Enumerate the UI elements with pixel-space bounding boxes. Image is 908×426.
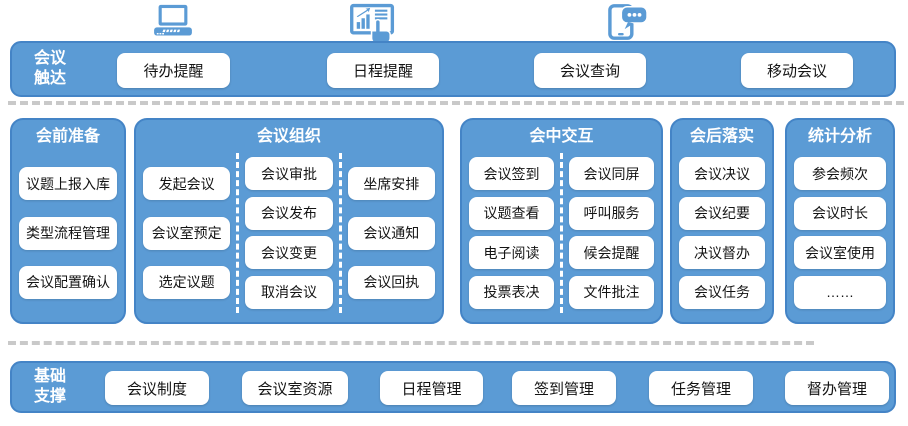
feature-item: 发起会议: [143, 167, 231, 201]
feature-item: 会议发布: [245, 196, 333, 230]
feature-item: 议题上报入库: [19, 167, 117, 201]
dashed-divider: [8, 101, 904, 105]
feature-group: 会议审批 会议发布 会议变更 取消会议: [245, 151, 333, 315]
feature-item: 投票表决: [469, 275, 554, 309]
feature-item: 取消会议: [245, 275, 333, 309]
column-in-meeting-interaction: 会中交互 会议签到 议题查看 电子阅读 投票表决 会议同屏 呼叫服务 候会提醒 …: [460, 118, 663, 324]
feature-item: 坐席安排: [347, 167, 435, 201]
feature-item: 会议配置确认: [19, 265, 117, 299]
feature-item: 会议查询: [534, 53, 646, 88]
feature-item: ……: [794, 275, 886, 309]
basic-support-label: 基础支撑: [34, 368, 67, 405]
feature-item: 签到管理: [512, 371, 616, 405]
meeting-reach-label: 会议触达: [34, 50, 67, 87]
feature-item: 会议决议: [679, 157, 765, 191]
column-pre-meeting-prep: 会前准备 议题上报入库 类型流程管理 会议配置确认: [10, 118, 126, 324]
feature-item: 会议室资源: [242, 371, 348, 405]
feature-item: 日程管理: [380, 371, 483, 405]
feature-item: 会议同屏: [569, 157, 654, 191]
column-title: 会前准备: [35, 128, 100, 145]
dashed-vertical-separator: [338, 153, 342, 313]
feature-item: 会议室预定: [143, 216, 231, 250]
feature-item: 待办提醒: [117, 53, 230, 88]
feature-item: 会议时长: [794, 196, 886, 230]
feature-item: 呼叫服务: [569, 196, 654, 230]
feature-item: 会议签到: [469, 157, 554, 191]
feature-item: 日程提醒: [327, 53, 439, 88]
feature-item: 任务管理: [649, 371, 753, 405]
tablet-touch-chart-icon: [348, 2, 398, 51]
feature-item: 会议纪要: [679, 196, 765, 230]
feature-item: 文件批注: [569, 275, 654, 309]
column-body: 会议决议 会议纪要 决议督办 会议任务: [679, 151, 765, 315]
feature-item: 议题查看: [469, 196, 554, 230]
column-body: 发起会议 会议室预定 选定议题 会议审批 会议发布 会议变更 取消会议 坐席安排…: [143, 151, 435, 315]
column-body: 会议签到 议题查看 电子阅读 投票表决 会议同屏 呼叫服务 候会提醒 文件批注: [469, 151, 654, 315]
feature-item: 决议督办: [679, 236, 765, 270]
feature-item: 移动会议: [741, 53, 853, 88]
feature-group: 会议决议 会议纪要 决议督办 会议任务: [679, 151, 765, 315]
feature-group: 议题上报入库 类型流程管理 会议配置确认: [19, 151, 117, 315]
feature-group: 发起会议 会议室预定 选定议题: [143, 151, 231, 315]
feature-item: 会议室使用: [794, 236, 886, 270]
dashed-divider: [8, 341, 814, 345]
column-body: 参会频次 会议时长 会议室使用 ……: [794, 151, 886, 315]
laptop-icon: [149, 4, 197, 45]
feature-group: 参会频次 会议时长 会议室使用 ……: [794, 151, 886, 315]
column-title: 会中交互: [529, 128, 594, 145]
feature-group: 会议同屏 呼叫服务 候会提醒 文件批注: [569, 151, 654, 315]
feature-item: 会议任务: [679, 275, 765, 309]
dashed-vertical-separator: [560, 153, 563, 313]
column-title: 会议组织: [256, 128, 321, 145]
feature-item: 会议回执: [347, 265, 435, 299]
feature-group: 会议签到 议题查看 电子阅读 投票表决: [469, 151, 554, 315]
feature-item: 电子阅读: [469, 236, 554, 270]
basic-support-band: 基础支撑 会议制度 会议室资源 日程管理 签到管理 任务管理 督办管理: [10, 361, 896, 413]
dashed-vertical-separator: [236, 153, 240, 313]
feature-item: 候会提醒: [569, 236, 654, 270]
column-statistics-analysis: 统计分析 参会频次 会议时长 会议室使用 ……: [785, 118, 895, 324]
column-body: 议题上报入库 类型流程管理 会议配置确认: [19, 151, 117, 315]
feature-item: 督办管理: [785, 371, 889, 405]
feature-item: 类型流程管理: [19, 216, 117, 250]
feature-group: 坐席安排 会议通知 会议回执: [347, 151, 435, 315]
column-title: 统计分析: [807, 128, 872, 145]
feature-item: 会议变更: [245, 236, 333, 270]
phone-chat-icon: [606, 2, 650, 47]
column-meeting-organization: 会议组织 发起会议 会议室预定 选定议题 会议审批 会议发布 会议变更 取消会议…: [134, 118, 444, 324]
feature-item: 会议审批: [245, 157, 333, 191]
feature-item: 会议制度: [105, 371, 209, 405]
feature-item: 选定议题: [143, 265, 231, 299]
meeting-reach-band: 会议触达 待办提醒 日程提醒 会议查询 移动会议: [10, 41, 896, 97]
feature-item: 参会频次: [794, 157, 886, 191]
feature-item: 会议通知: [347, 216, 435, 250]
column-post-meeting-implementation: 会后落实 会议决议 会议纪要 决议督办 会议任务: [670, 118, 774, 324]
column-title: 会后落实: [689, 128, 754, 145]
